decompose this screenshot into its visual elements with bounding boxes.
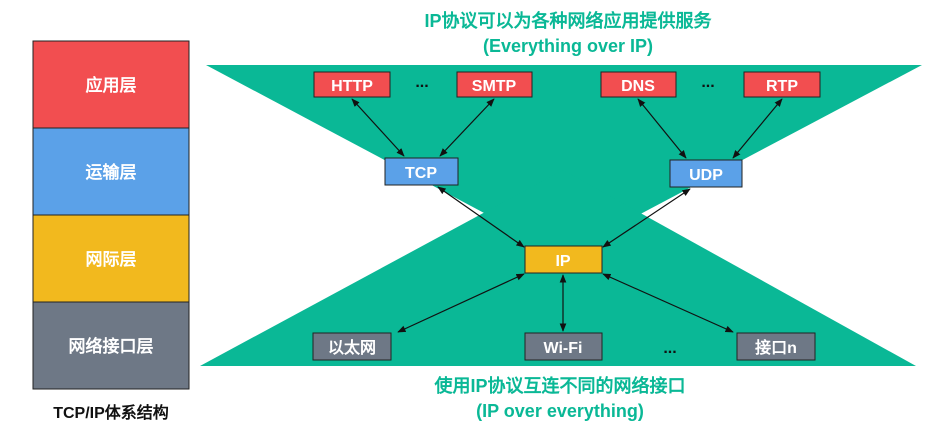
protocol-label: TCP	[405, 165, 437, 182]
stack-caption: TCP/IP体系结构	[53, 403, 169, 422]
layer-link	[32, 301, 190, 390]
protocol-rtp	[743, 71, 821, 98]
protocol-dns	[600, 71, 677, 98]
protocol-ip	[524, 245, 603, 274]
protocol-label: IP	[555, 253, 570, 270]
link-wifi	[524, 332, 603, 361]
link-label: Wi-Fi	[544, 340, 583, 357]
layer-stack: 应用层 运输层 网际层 网络接口层 TCP/IP体系结构	[32, 40, 190, 422]
layer-application	[32, 40, 190, 129]
protocol-http	[313, 71, 391, 98]
layer-label: 网络接口层	[69, 336, 154, 356]
top-subtitle: (Everything over IP)	[483, 36, 653, 56]
link-label: 以太网	[328, 338, 376, 357]
link-ethernet	[312, 332, 392, 361]
layer-transport	[32, 127, 190, 216]
protocol-smtp	[456, 71, 533, 98]
protocol-label: SMTP	[472, 78, 517, 95]
layer-label: 网际层	[86, 250, 137, 269]
protocol-label: HTTP	[331, 78, 373, 95]
link-interface-n	[736, 332, 816, 361]
protocol-label: DNS	[621, 78, 655, 95]
layer-internet	[32, 214, 190, 303]
protocol-udp	[669, 159, 743, 188]
bottom-title: 使用IP协议互连不同的网络接口	[433, 375, 685, 396]
protocol-tcp	[384, 157, 459, 186]
ellipsis: ...	[701, 74, 714, 91]
bottom-subtitle: (IP over everything)	[476, 401, 644, 421]
protocol-label: RTP	[766, 78, 798, 95]
link-label: 接口n	[755, 338, 797, 357]
ellipsis: ...	[415, 74, 428, 91]
layer-label: 运输层	[86, 162, 137, 182]
layer-label: 应用层	[86, 75, 137, 95]
top-title: IP协议可以为各种网络应用提供服务	[424, 10, 712, 31]
ellipsis: ...	[663, 340, 676, 357]
connection-arrows	[351, 98, 783, 333]
protocol-label: UDP	[689, 167, 723, 184]
